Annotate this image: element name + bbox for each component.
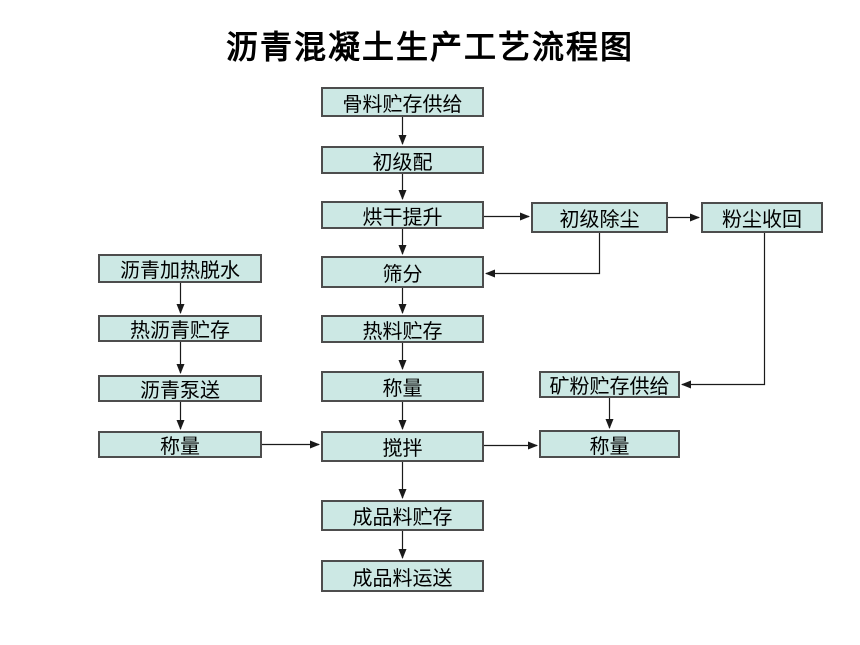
node-asphalt-pumping: 沥青泵送 [98, 375, 262, 402]
edge-dust-removal-to-screening [485, 233, 601, 278]
node-finished-material-storage: 成品料贮存 [321, 500, 484, 531]
diagram-title: 沥青混凝土生产工艺流程图 [225, 29, 634, 65]
node-mixing: 搅拌 [321, 431, 484, 462]
node-weighing-center: 称量 [321, 371, 484, 402]
node-screening: 筛分 [321, 256, 484, 288]
node-weighing-right: 称量 [539, 430, 680, 458]
edge-dust-recovery-to-mineral-powder [681, 233, 766, 389]
node-weighing-left: 称量 [98, 431, 262, 458]
node-finished-material-transport: 成品料运送 [321, 560, 484, 592]
node-primary-batching: 初级配 [321, 146, 484, 174]
node-hot-asphalt-storage: 热沥青贮存 [98, 315, 262, 342]
node-primary-dust-removal: 初级除尘 [531, 202, 668, 233]
node-asphalt-heating-dehydration: 沥青加热脱水 [98, 254, 262, 283]
node-hot-material-storage: 热料贮存 [321, 315, 484, 343]
node-dust-recovery: 粉尘收回 [701, 202, 823, 233]
node-drying-lifting: 烘干提升 [321, 201, 484, 229]
node-mineral-powder-storage-supply: 矿粉贮存供给 [539, 371, 680, 398]
node-aggregate-storage-supply: 骨料贮存供给 [321, 87, 484, 117]
